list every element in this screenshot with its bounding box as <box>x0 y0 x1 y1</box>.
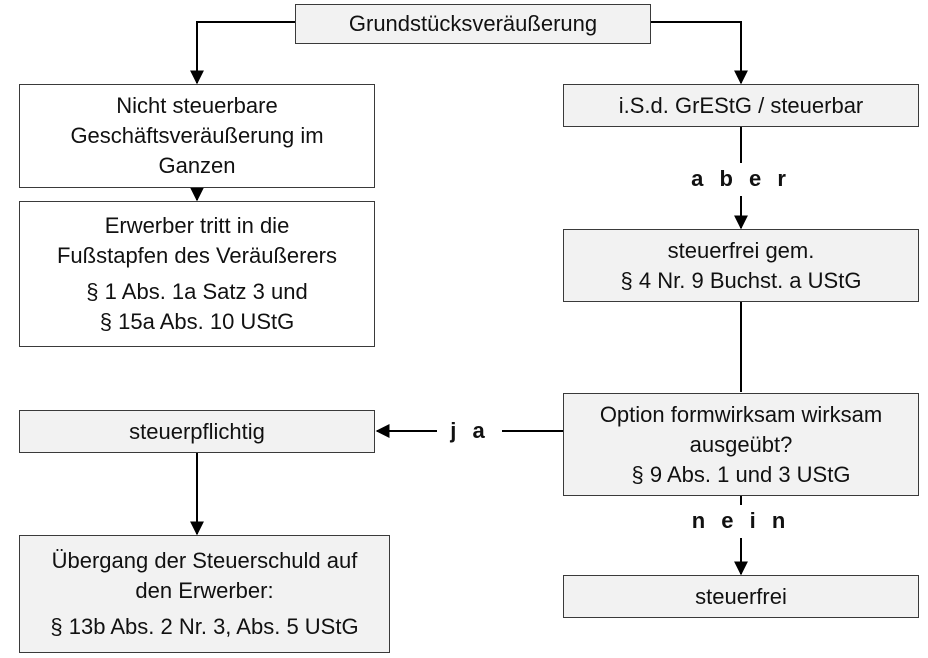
node-option-ausgeuebt: Option formwirksam wirksam ausgeübt? § 9… <box>563 393 919 496</box>
node-text: i.S.d. GrEStG / steuerbar <box>618 92 864 118</box>
node-text: steuerpflichtig <box>129 418 265 444</box>
node-text: Option formwirksam wirksam <box>599 401 883 427</box>
node-erwerber-fussstapfen: Erwerber tritt in die Fußstapfen des Ver… <box>19 201 375 347</box>
edge-root-right <box>650 21 748 85</box>
node-text: Erwerber tritt in die <box>104 213 290 238</box>
node-grundstuecksveraeusserung: Grundstücksveräußerung <box>295 4 651 44</box>
edge-root-left <box>190 21 295 85</box>
node-steuerfrei: steuerfrei <box>563 575 919 618</box>
node-text: Übergang der Steuerschuld auf <box>51 548 358 573</box>
node-text: § 15a Abs. 10 UStG <box>99 309 295 334</box>
node-text: Nicht steuerbare <box>116 93 278 118</box>
node-text: Geschäftsveräußerung im <box>70 123 324 148</box>
node-text: Ganzen <box>158 153 236 178</box>
edge-label-aber: a b e r <box>691 164 791 194</box>
node-nicht-steuerbare-geschaeftsveraeusserung: Nicht steuerbare Geschäftsveräußerung im… <box>19 84 375 188</box>
edge-label-ja: j a <box>440 416 500 446</box>
node-grestg-steuerbar: i.S.d. GrEStG / steuerbar <box>563 84 919 127</box>
node-text: Fußstapfen des Veräußerers <box>56 243 338 268</box>
node-text: § 13b Abs. 2 Nr. 3, Abs. 5 UStG <box>50 614 359 639</box>
node-text: den Erwerber: <box>135 578 274 603</box>
node-text: § 9 Abs. 1 und 3 UStG <box>631 461 851 487</box>
node-text: § 4 Nr. 9 Buchst. a UStG <box>620 267 862 293</box>
node-text: ausgeübt? <box>689 431 793 457</box>
node-text: Grundstücksveräußerung <box>348 11 598 36</box>
node-text: steuerfrei <box>695 583 787 609</box>
node-steuerpflichtig: steuerpflichtig <box>19 410 375 453</box>
edge-label-nein: n e i n <box>686 506 796 536</box>
node-uebergang-steuerschuld: Übergang der Steuerschuld auf den Erwerb… <box>19 535 390 653</box>
node-text: § 1 Abs. 1a Satz 3 und <box>86 279 308 304</box>
node-text: steuerfrei gem. <box>667 237 815 263</box>
node-steuerfrei-gem: steuerfrei gem. § 4 Nr. 9 Buchst. a UStG <box>563 229 919 302</box>
